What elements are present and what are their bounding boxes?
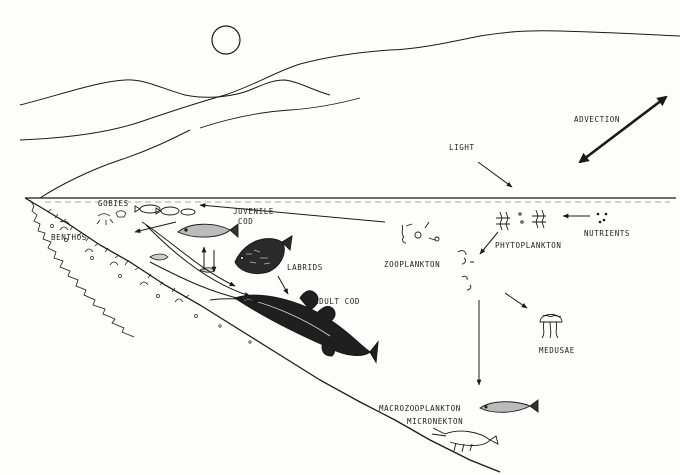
benthos-to-cod-arrow-2 [145, 224, 251, 297]
mountain-slope-left [39, 129, 191, 199]
adult-cod-label: ADULT COD [314, 297, 361, 306]
labrids-label: LABRIDS [287, 263, 323, 272]
macrozooplankton-label: MACROZOOPLANKTON [379, 404, 461, 413]
sun-icon [211, 25, 241, 55]
gobies-label: GOBIES [98, 199, 129, 208]
small-fish-icon [149, 253, 216, 273]
gobies-icon [134, 204, 196, 216]
zooplankton-to-gobies-arrow [199, 203, 386, 223]
zooplankton-icon [401, 221, 474, 291]
medusae-icon [539, 314, 563, 339]
juvenile-label: JUVENILE [233, 207, 274, 216]
benthos-icon [59, 210, 127, 227]
mountain-ridge-lower [199, 97, 361, 129]
labrids-to-adult-cod-arrow [277, 275, 289, 295]
seabed-slope [24, 197, 501, 473]
advection-label: ADVECTION [574, 115, 621, 124]
phytoplankton-icon [496, 209, 546, 231]
cod-label: COD [238, 217, 254, 226]
nutrients-icon [596, 212, 608, 224]
zooplankton-label: ZOOPLANKTON [384, 260, 441, 269]
micronekton-label: MICRONEKTON [407, 417, 464, 426]
mountain-range-front [19, 30, 680, 141]
juvenile-cod-to-benthos-arrow [134, 221, 177, 234]
advection-arrow [578, 95, 668, 164]
medusae-label: MEDUSAE [539, 346, 575, 355]
benthos-label: BENTHOS [51, 233, 87, 242]
adult-cod-icon [233, 290, 379, 364]
labrids-icon [234, 235, 293, 275]
phytoplankton-to-zooplankton-arrow [479, 231, 499, 255]
seabed-to-cod-arrow [209, 298, 259, 304]
phytoplankton-label: PHYTOPLANKTON [495, 241, 562, 250]
zooplankton-to-medusae-arrow [504, 292, 528, 309]
mountain-range-back [19, 79, 331, 106]
seabed-texture [47, 208, 252, 344]
shrimp-icon [431, 427, 499, 453]
juvenile-cod-icon [177, 223, 239, 238]
light-arrow [477, 161, 513, 188]
light-label: LIGHT [449, 143, 475, 152]
macrozooplankton-fish-icon [479, 399, 539, 413]
nutrients-label: NUTRIENTS [584, 229, 631, 238]
seabed-vegetation [29, 199, 135, 338]
arrows [134, 95, 668, 386]
benthos-to-cod-arrow-3 [149, 261, 246, 302]
benthos-to-cod-arrow-1 [141, 221, 236, 287]
